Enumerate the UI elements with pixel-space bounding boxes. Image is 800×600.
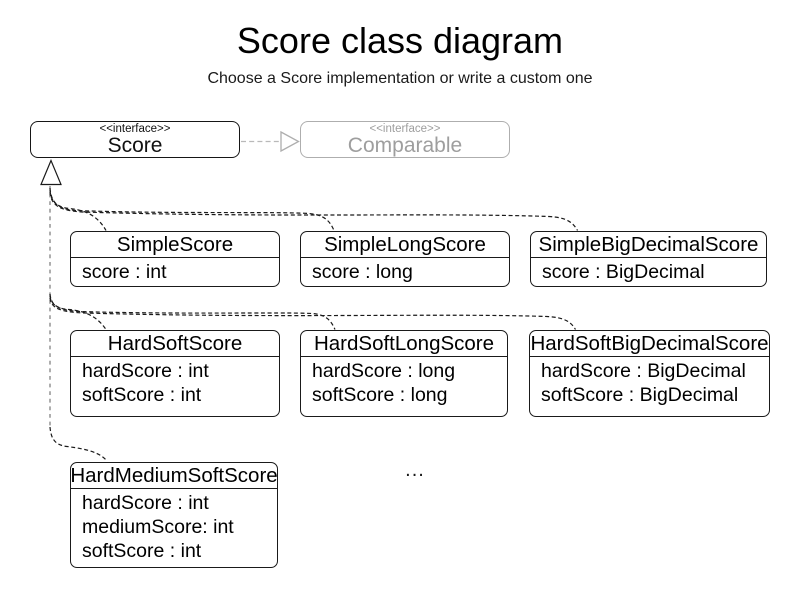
realization-arrowhead-score-icon (40, 158, 62, 186)
class-attribute: score : BigDecimal (542, 261, 705, 283)
stereotype-label: <<interface>> (99, 122, 171, 135)
class-attribute: hardScore : long (312, 360, 456, 382)
more-implementations-ellipsis: ... (405, 459, 425, 481)
class-name: SimpleBigDecimalScore (531, 232, 766, 258)
class-attribute: score : long (312, 261, 413, 283)
class-attribute: score : int (82, 261, 167, 283)
class-attribute: softScore : long (312, 384, 448, 406)
realization-line-simplebigdecimalscore (49, 191, 579, 231)
realization-line-simplelongscore (49, 189, 335, 231)
realization-line-hardmediumsoftscore (49, 426, 108, 462)
class-attribute: softScore : BigDecimal (541, 384, 739, 406)
interface-name: Score (107, 133, 163, 157)
stereotype-label: <<interface>> (369, 122, 441, 135)
class-attribute: softScore : int (82, 540, 202, 562)
interface-name: Comparable (347, 133, 463, 157)
class-box-hardmediumsoftscore: HardMediumSoftScore hardScore : int medi… (70, 462, 278, 568)
class-name: HardSoftBigDecimalScore (530, 331, 769, 357)
class-attribute: softScore : int (82, 384, 202, 406)
realization-line-hardsoftscore (49, 293, 107, 330)
diagram-title: Score class diagram (236, 20, 564, 61)
class-box-simplescore: SimpleScore score : int (70, 231, 280, 287)
class-attribute: hardScore : BigDecimal (541, 360, 746, 382)
class-box-hardsoftlongscore: HardSoftLongScore hardScore : long softS… (300, 330, 508, 417)
interface-box-score: <<interface>> Score (30, 121, 240, 158)
realization-arrowhead-comparable-icon (280, 130, 300, 153)
interface-box-comparable: <<interface>> Comparable (300, 121, 510, 158)
class-box-hardsoftbigdecimalscore: HardSoftBigDecimalScore hardScore : BigD… (529, 330, 770, 417)
class-attribute: hardScore : int (82, 492, 209, 514)
class-attribute: hardScore : int (82, 360, 209, 382)
realization-line-simplescore (49, 187, 107, 231)
realization-line-hardsoftlongscore (49, 295, 336, 330)
class-name: HardSoftScore (71, 331, 279, 357)
class-name: HardSoftLongScore (301, 331, 507, 357)
class-box-simplelongscore: SimpleLongScore score : long (300, 231, 510, 287)
class-box-hardsoftscore: HardSoftScore hardScore : int softScore … (70, 330, 280, 417)
class-name: SimpleLongScore (301, 232, 509, 258)
class-box-simplebigdecimalscore: SimpleBigDecimalScore score : BigDecimal (530, 231, 767, 287)
realization-line-hardsoftbigdecimalscore (49, 297, 577, 330)
class-attribute: mediumScore: int (82, 516, 234, 538)
diagram-subtitle: Choose a Score implementation or write a… (207, 70, 593, 87)
class-name: SimpleScore (71, 232, 279, 258)
class-name: HardMediumSoftScore (71, 463, 277, 489)
